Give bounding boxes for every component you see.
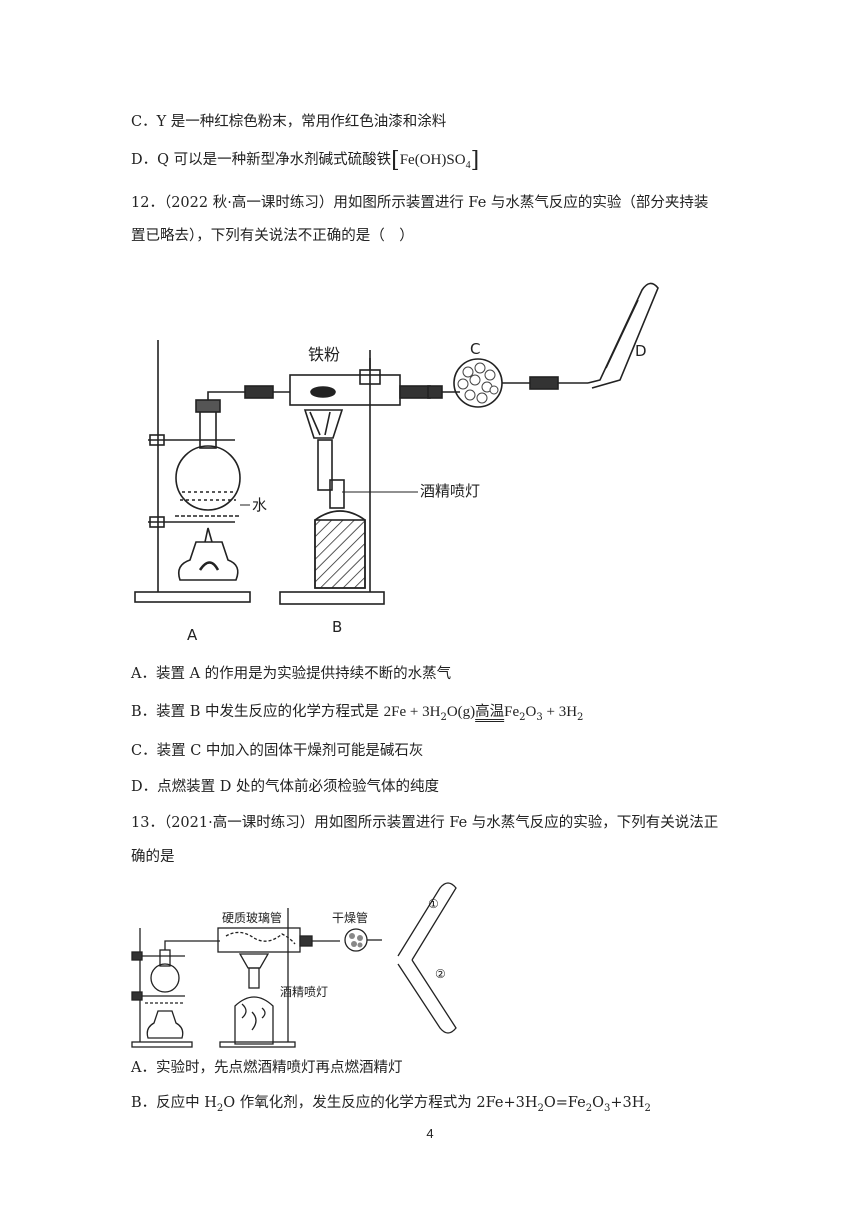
q13-stem-line2: 确的是 (131, 849, 175, 865)
q12-option-c: C．装置 C 中加入的固体干燥剂可能是碱石灰 (131, 743, 424, 759)
q13-option-b-text4: O (592, 1095, 605, 1111)
q11-formula: Fe(OH)SO (399, 152, 466, 168)
q12-eq-condition: 高温 (475, 704, 505, 720)
label-tube-1: ① (428, 897, 439, 911)
q12-eq-right3: + 3H (542, 704, 578, 720)
label-c: C (470, 340, 480, 358)
page-number: 4 (426, 1126, 434, 1141)
q13-option-b-text1: B．反应中 H (131, 1095, 217, 1111)
q11-option-d-text: D．Q 可以是一种新型净水剂碱式硫酸铁 (131, 152, 392, 168)
q13-stem-line1: 13．（2021·高一课时练习）用如图所示装置进行 Fe 与水蒸气反应的实验，下… (131, 815, 719, 831)
q12-eq-left: 2Fe + 3H (383, 704, 441, 720)
q12-option-b-text: B．装置 B 中发生反应的化学方程式是 (131, 704, 384, 720)
label-alcohol-lamp: 酒精喷灯 (280, 985, 328, 999)
label-drying-tube: 干燥管 (332, 910, 368, 925)
q12-option-d: D．点燃装置 D 处的气体前必须检验气体的纯度 (131, 779, 439, 795)
q12-stem-line1: 12．（2022 秋·高一课时练习）用如图所示装置进行 Fe 与水蒸气反应的实验… (131, 195, 709, 211)
q13-option-b: B．反应中 H2O 作氧化剂，发生反应的化学方程式为 2Fe+3H2O=Fe2O… (131, 1095, 651, 1114)
q13-option-a: A．实验时，先点燃酒精喷灯再点燃酒精灯 (131, 1060, 403, 1076)
label-tube-2: ② (435, 967, 446, 981)
q11-option-c: C．Y 是一种红棕色粉末，常用作红色油漆和涂料 (131, 114, 447, 130)
label-a: A (187, 626, 198, 644)
label-iron-powder: 铁粉 (308, 345, 340, 364)
q13-option-b-text5: +3H (610, 1095, 645, 1111)
label-hard-glass-tube: 硬质玻璃管 (222, 910, 282, 925)
q13-option-b-text2: O 作氧化剂，发生反应的化学方程式为 2Fe+3H (223, 1095, 538, 1111)
apparatus-figure-1: 铁粉 C D 水 酒精喷灯 A B (134, 282, 659, 644)
label-lamp: 酒精喷灯 (420, 482, 480, 500)
q11-formula-sub: 4 (465, 159, 471, 171)
q13-option-b-text3: O=Fe (543, 1095, 586, 1111)
q12-eq-mid: O(g) (446, 704, 476, 720)
q12-eq-right2: O (525, 704, 537, 720)
q12-eq-right1: Fe (504, 704, 520, 720)
apparatus-figure-2: 硬质玻璃管 干燥管 酒精喷灯 ① ② (131, 882, 457, 1048)
label-b: B (332, 618, 342, 636)
label-d: D (635, 342, 647, 360)
q12-stem-line2: 置已略去），下列有关说法不正确的是（ ） (131, 228, 414, 244)
q12-option-b: B．装置 B 中发生反应的化学方程式是 2Fe + 3H2O(g)高温Fe2O3… (131, 704, 584, 723)
label-water: 水 (252, 496, 267, 514)
q12-option-a: A．装置 A 的作用是为实验提供持续不断的水蒸气 (131, 666, 452, 682)
q11-option-d: D．Q 可以是一种新型净水剂碱式硫酸铁[Fe(OH)SO4] (131, 148, 480, 173)
